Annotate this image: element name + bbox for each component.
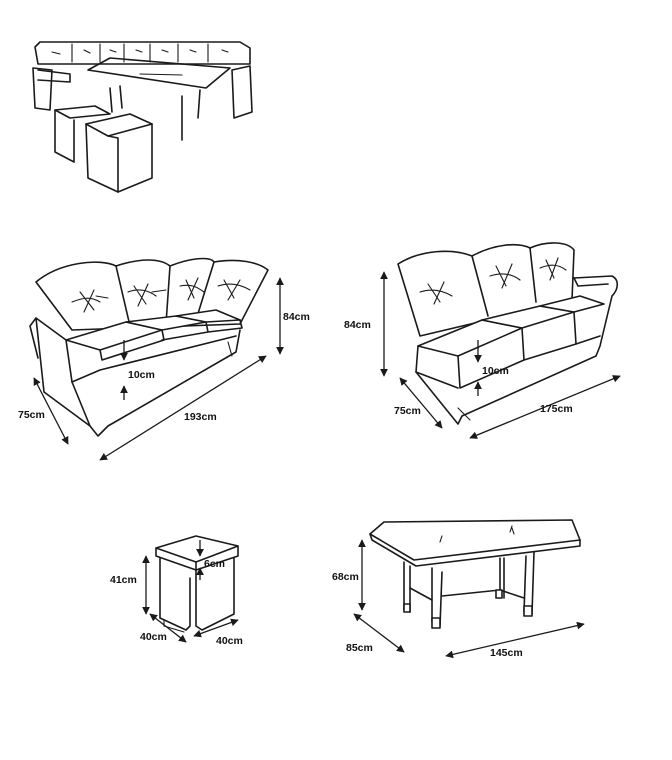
table-depth-label: 85cm (346, 642, 373, 654)
corner-sofa-cushion-label: 10cm (128, 369, 155, 381)
table-height-label: 68cm (332, 571, 359, 583)
corner-sofa-height-label: 84cm (283, 311, 310, 323)
three-seater-cushion-label: 10cm (482, 365, 509, 377)
three-seater-illustration (397, 242, 619, 425)
overview-set-illustration (32, 41, 253, 193)
stool-depth-label: 40cm (140, 631, 167, 643)
corner-sofa-illustration (29, 257, 269, 437)
stool-dimensions: 41cm 40cm 40cm 6cm (110, 540, 243, 647)
stool-width-label: 40cm (216, 635, 243, 647)
corner-sofa-depth-label: 75cm (18, 409, 45, 421)
stool-illustration (155, 535, 239, 633)
corner-sofa-length-label: 193cm (184, 411, 217, 423)
three-seater-depth-label: 75cm (394, 405, 421, 417)
three-seater-length-label: 175cm (540, 403, 573, 415)
table-dimensions: 68cm 85cm 145cm (332, 539, 585, 659)
table-illustration (369, 519, 581, 629)
three-seater-dimensions: 84cm 75cm 175cm 10cm (344, 271, 621, 439)
three-seater-height-label: 84cm (344, 319, 371, 331)
table-length-label: 145cm (490, 647, 523, 659)
corner-sofa-dimensions: 84cm 75cm 193cm 10cm (18, 277, 310, 461)
stool-cushion-label: 6cm (204, 558, 225, 570)
stool-height-label: 41cm (110, 574, 137, 586)
